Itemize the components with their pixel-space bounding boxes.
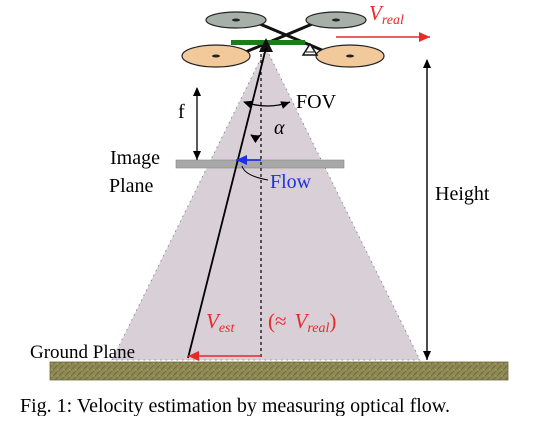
focal-length-label: f (178, 101, 185, 123)
drone (181, 11, 385, 68)
ground-plane (49, 361, 509, 381)
image-plane-label: Image (110, 147, 160, 169)
image-plane-bar (175, 159, 345, 169)
propeller-hub (212, 54, 220, 58)
alpha-label: α (274, 117, 285, 139)
height-label: Height (435, 183, 490, 205)
fov-arc (243, 100, 291, 109)
propeller-hub (332, 18, 340, 22)
fov-cone (111, 47, 421, 361)
alpha-arc (250, 134, 262, 144)
v-est-label: Vest (206, 309, 235, 336)
propeller-hub (232, 18, 240, 22)
image-plane-label-line2: Plane (109, 175, 154, 197)
flow-leader (241, 165, 269, 181)
projection-ray (187, 47, 267, 359)
fov-label: FOV (296, 91, 337, 113)
approx-v-real-label: (≈Vreal) (268, 309, 336, 336)
flow-label: Flow (270, 171, 312, 193)
camera-mount (259, 38, 273, 52)
v-real-label: Vreal (369, 1, 404, 28)
propeller-hub (346, 54, 354, 58)
ground-plane-label: Ground Plane (30, 342, 135, 363)
figure-caption: Fig. 1: Velocity estimation by measuring… (20, 395, 450, 416)
